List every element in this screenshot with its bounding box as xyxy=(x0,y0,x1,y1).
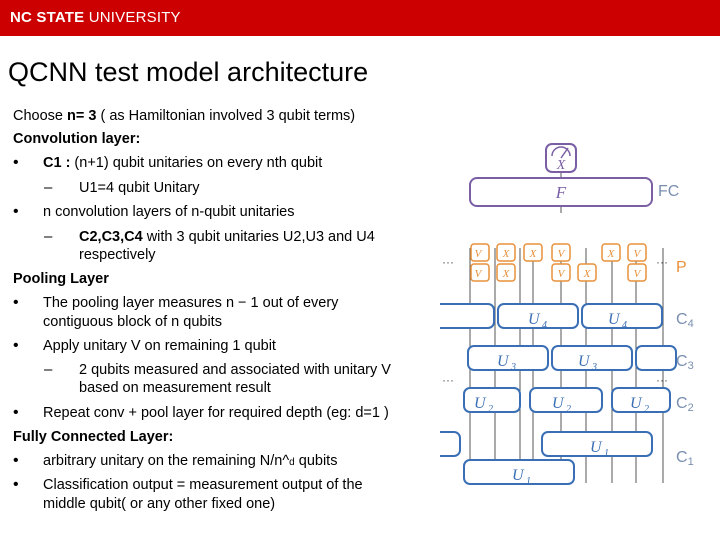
svg-text:U: U xyxy=(474,395,487,412)
svg-text:V: V xyxy=(475,248,483,260)
u1-line: U1=4 qubit Unitary xyxy=(79,180,200,196)
respectively-line: respectively xyxy=(79,247,156,263)
svg-text:2: 2 xyxy=(566,404,571,415)
pool2-line: Apply unitary V on remaining 1 qubit xyxy=(43,338,276,354)
slide-title: QCNN test model architecture xyxy=(8,57,369,87)
svg-text:V: V xyxy=(558,248,566,260)
dash-icon: – xyxy=(44,179,53,196)
svg-text:U: U xyxy=(512,467,525,484)
pool3b-line: based on measurement result xyxy=(79,380,271,396)
bullet-icon: • xyxy=(13,294,19,311)
svg-text:U: U xyxy=(630,395,643,412)
bullet-icon: • xyxy=(13,404,19,421)
svg-text:V: V xyxy=(558,268,566,280)
svg-text:U: U xyxy=(497,353,510,370)
svg-text:U: U xyxy=(608,311,621,328)
svg-text:V: V xyxy=(634,268,642,280)
svg-text:F: F xyxy=(555,183,567,202)
nconv-line: n convolution layers of n-qubit unitarie… xyxy=(43,204,295,220)
svg-text:3: 3 xyxy=(591,362,597,373)
dash-icon: – xyxy=(44,361,53,378)
fc-heading: Fully Connected Layer: xyxy=(13,429,174,445)
bullet-icon: • xyxy=(13,476,19,493)
fc-layer-label: FC xyxy=(658,183,679,200)
svg-text:2: 2 xyxy=(644,404,649,415)
bullet-icon: • xyxy=(13,452,19,469)
c3-layer-label: C3 xyxy=(676,353,694,372)
left-ellipsis: ··· xyxy=(442,255,454,269)
right-ellipsis: ··· xyxy=(656,373,668,387)
svg-text:U: U xyxy=(578,353,591,370)
c1-line: C1 : (n+1) qubit unitaries on every nth … xyxy=(43,155,323,171)
bullet-icon: • xyxy=(13,154,19,171)
c4-layer-label: C4 xyxy=(676,311,694,330)
pooling-heading: Pooling Layer xyxy=(13,271,109,287)
svg-text:3: 3 xyxy=(510,362,516,373)
svg-text:2: 2 xyxy=(488,404,493,415)
svg-text:X: X xyxy=(529,248,538,260)
svg-text:V: V xyxy=(634,248,642,260)
svg-text:X: X xyxy=(607,248,616,260)
pool1b-line: contiguous block of n qubits xyxy=(43,314,222,330)
svg-text:4: 4 xyxy=(542,320,547,331)
c4-gates: U 4 U 4 xyxy=(440,303,663,331)
svg-text:X: X xyxy=(502,248,511,260)
svg-text:V: V xyxy=(475,268,483,280)
svg-text:X: X xyxy=(583,268,592,280)
svg-text:U: U xyxy=(590,439,603,456)
svg-text:X: X xyxy=(556,158,566,173)
svg-text:1: 1 xyxy=(604,448,609,459)
dash-icon: – xyxy=(44,228,53,245)
svg-text:4: 4 xyxy=(622,320,627,331)
left-ellipsis: ··· xyxy=(442,373,454,387)
university-logo: NC STATE UNIVERSITY xyxy=(10,9,181,26)
bullet-icon: • xyxy=(13,203,19,220)
svg-text:1: 1 xyxy=(526,476,531,487)
repeat-line: Repeat conv + pool layer for required de… xyxy=(43,405,389,421)
fc-gate: F xyxy=(469,177,653,207)
c1-layer-label: C1 xyxy=(676,449,694,468)
c234-line: C2,C3,C4 with 3 qubit unitaries U2,U3 an… xyxy=(79,229,375,245)
choose-line: Choose n= 3 ( as Hamiltonian involved 3 … xyxy=(13,108,356,124)
svg-text:U: U xyxy=(552,395,565,412)
qcnn-circuit-diagram: X F FC V V X X X V V X X V V ··· ··· P xyxy=(440,143,694,487)
pool3-line: 2 qubits measured and associated with un… xyxy=(79,362,391,378)
right-ellipsis: ··· xyxy=(656,255,668,269)
fc2b-line: middle qubit( or any other fixed one) xyxy=(43,496,276,512)
svg-text:U: U xyxy=(528,311,541,328)
pooling-gates: V V X X X V V X X V V xyxy=(470,243,647,282)
c3-gates: U 3 U 3 xyxy=(467,345,677,373)
pool1-line: The pooling layer measures n − 1 out of … xyxy=(43,295,339,311)
c2-gates: U 2 U 2 U 2 xyxy=(463,387,671,415)
fc2-line: Classification output = measurement outp… xyxy=(43,477,363,493)
pooling-layer-label: P xyxy=(676,259,687,276)
convolution-heading: Convolution layer: xyxy=(13,131,141,147)
bullet-icon: • xyxy=(13,337,19,354)
header-bar: NC STATE UNIVERSITY xyxy=(0,0,720,36)
c1-gates: U 1 U 1 xyxy=(440,431,653,487)
fc1-line: arbitrary unitary on the remaining N/n^d… xyxy=(43,453,338,469)
c2-layer-label: C2 xyxy=(676,395,694,414)
svg-text:X: X xyxy=(502,268,511,280)
fc-x-gate: X xyxy=(545,143,577,173)
